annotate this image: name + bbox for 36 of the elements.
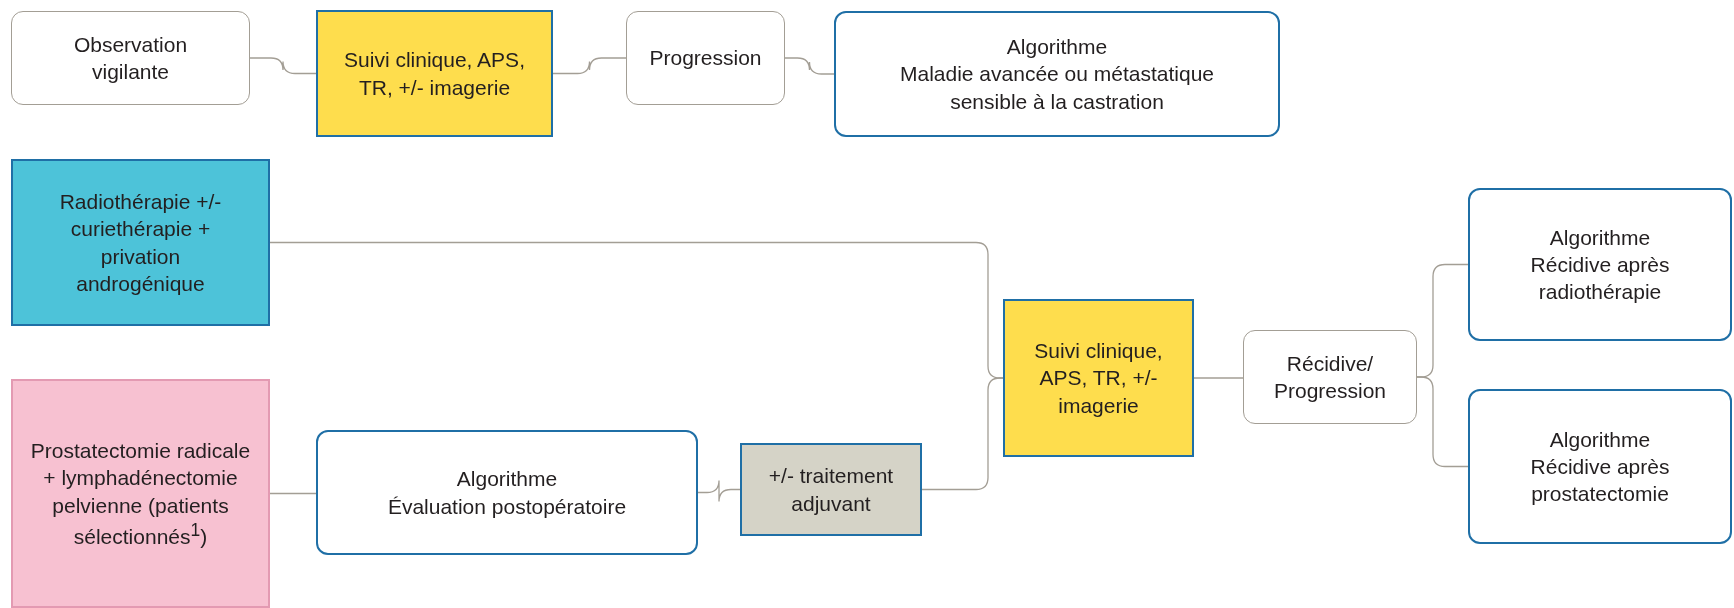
box-heading: Algorithme xyxy=(1549,426,1651,453)
treatment-box xyxy=(11,379,270,608)
box-text: Suivi clinique, APS, TR, +/- imagerie xyxy=(1033,338,1164,419)
process-box xyxy=(11,11,250,105)
algorithm-box xyxy=(1468,389,1732,544)
connector-line xyxy=(552,57,627,75)
connector-line xyxy=(784,57,835,75)
box-text: Progression xyxy=(649,45,762,72)
box-text: Prostatectomie radicale + lymphadénectomie pelvienne (patients sélectionnés$^{1}$) xyxy=(29,437,252,550)
box-heading: Algorithme xyxy=(456,466,558,493)
connector-line xyxy=(249,57,317,75)
box-text: Récidive/ Progression xyxy=(1272,350,1388,404)
box-text: Évaluation postopératoire xyxy=(387,493,627,520)
algorithm-box xyxy=(316,430,698,555)
box-text: Observation vigilante xyxy=(72,31,189,85)
connector-line xyxy=(1416,376,1469,468)
connector-line xyxy=(921,377,1004,491)
box-text: Récidive après prostatectomie xyxy=(1529,453,1671,508)
process-box xyxy=(626,11,785,105)
process-box xyxy=(1003,299,1194,457)
treatment-box xyxy=(11,159,270,326)
box-heading: Algorithme xyxy=(1006,34,1108,61)
box-text: Suivi clinique, APS, TR, +/- imagerie xyxy=(343,47,526,101)
box-text: Récidive après radiothérapie xyxy=(1529,251,1671,306)
algorithm-box xyxy=(834,11,1280,137)
box-text: +/- traitement adjuvant xyxy=(767,463,895,517)
box-heading: Algorithme xyxy=(1549,224,1651,251)
connector-line xyxy=(1193,377,1244,379)
connector-line xyxy=(269,492,317,495)
connector-line xyxy=(697,479,741,503)
process-box xyxy=(740,443,922,536)
process-box xyxy=(316,10,553,137)
box-text: Radiothérapie +/- curiethérapie + privation androgénique xyxy=(58,188,223,297)
process-box xyxy=(1243,330,1417,424)
box-text: Maladie avancée ou métastatique sensible à la castration xyxy=(898,61,1215,115)
algorithm-box xyxy=(1468,188,1732,341)
